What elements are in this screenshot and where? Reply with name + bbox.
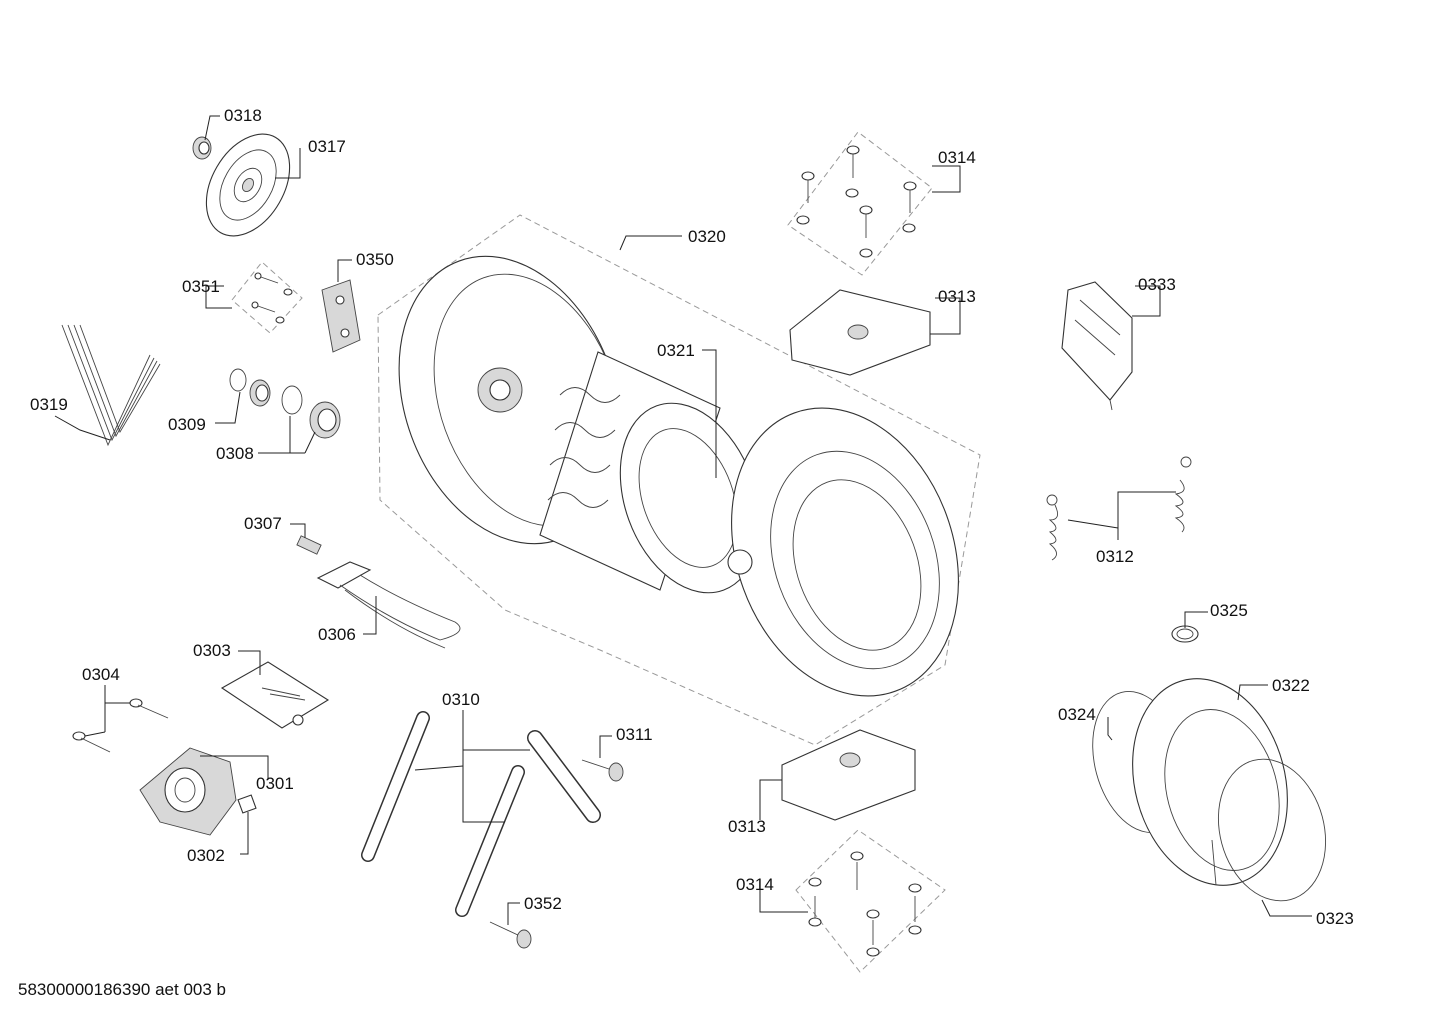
label-0318: 0318 — [224, 106, 262, 125]
label-0321: 0321 — [657, 341, 695, 360]
label-0307: 0307 — [244, 514, 282, 533]
label-0313-bottom: 0313 — [728, 817, 766, 836]
label-0317: 0317 — [308, 137, 346, 156]
drawing-reference-code: 58300000186390 aet 003 b — [18, 980, 226, 999]
bearing-small-part — [229, 368, 271, 407]
label-0301: 0301 — [256, 774, 294, 793]
bearing-large-part — [281, 385, 341, 439]
label-0323: 0323 — [1316, 909, 1354, 928]
label-0314-bottom: 0314 — [736, 875, 774, 894]
counterweight-top-part — [789, 289, 931, 376]
shock-absorber-right-part — [527, 730, 601, 823]
screw-group-top-outline — [787, 131, 933, 276]
label-0309: 0309 — [168, 415, 206, 434]
label-0350: 0350 — [356, 250, 394, 269]
part-labels: 0318 0317 0351 0350 0319 0309 0308 0307 … — [30, 106, 1354, 928]
screw-group-bottom-outline — [795, 829, 946, 973]
label-0319: 0319 — [30, 395, 68, 414]
front-tub-part — [727, 407, 959, 697]
label-0311: 0311 — [616, 725, 653, 744]
label-0308: 0308 — [216, 444, 254, 463]
motor-part — [139, 747, 257, 836]
bracket-part — [321, 279, 361, 353]
nut-part — [192, 136, 212, 160]
shock-bolt-part — [581, 759, 624, 782]
label-0312: 0312 — [1096, 547, 1134, 566]
motor-screws-part — [72, 698, 169, 753]
label-sheet-part — [220, 661, 330, 729]
label-0304: 0304 — [82, 665, 120, 684]
bolt-set-part — [251, 272, 293, 324]
clamp-ring-part — [1211, 758, 1327, 902]
screws-top-part — [796, 145, 917, 258]
hose-clamp-part — [1171, 625, 1199, 643]
counterweight-bottom-part — [781, 729, 916, 821]
control-module-part — [1061, 281, 1133, 411]
drive-belt-part — [61, 324, 161, 447]
shock-absorber-left-part — [361, 711, 430, 862]
pulley-part — [205, 133, 291, 237]
label-0333: 0333 — [1138, 275, 1176, 294]
leader-lines — [54, 115, 1312, 925]
label-0314-top: 0314 — [938, 148, 976, 167]
door-gasket-part — [1132, 678, 1288, 886]
bolt-part — [489, 921, 532, 949]
label-0306: 0306 — [318, 625, 356, 644]
label-0310: 0310 — [442, 690, 480, 709]
drum-part — [539, 351, 761, 594]
label-0303: 0303 — [193, 641, 231, 660]
label-0313-top: 0313 — [938, 287, 976, 306]
ntc-sensor-part — [296, 535, 322, 555]
bolt-group-outline — [231, 261, 303, 334]
label-0320: 0320 — [688, 227, 726, 246]
label-0322: 0322 — [1272, 676, 1310, 695]
springs-part — [1046, 456, 1192, 561]
label-0302: 0302 — [187, 846, 225, 865]
label-0352: 0352 — [524, 894, 562, 913]
screws-bottom-part — [808, 851, 922, 957]
label-0351: 0351 — [182, 277, 220, 296]
label-0324: 0324 — [1058, 705, 1096, 724]
heater-element-part — [316, 561, 461, 649]
shock-absorber-mid-part — [455, 765, 525, 917]
label-0325: 0325 — [1210, 601, 1248, 620]
